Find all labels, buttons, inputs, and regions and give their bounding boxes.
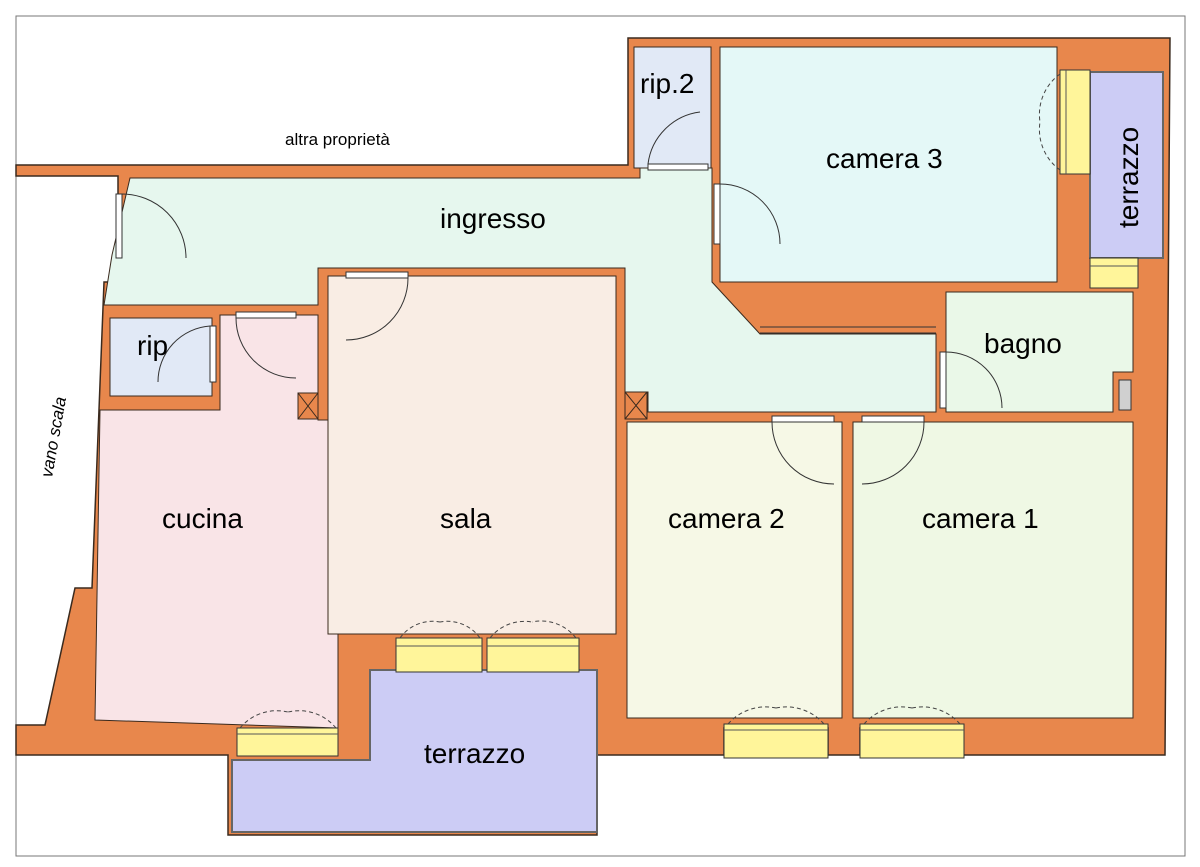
windows <box>236 69 1139 759</box>
window-camera3 <box>1038 69 1091 175</box>
door-bagno <box>939 351 1003 409</box>
terrazzo-side-floor <box>1089 71 1164 259</box>
room-rip2-floor <box>633 46 712 169</box>
label-ingresso: ingresso <box>440 203 546 234</box>
label-vano-scala: vano scala <box>37 395 70 478</box>
drawing-border <box>15 15 1186 857</box>
room-camera1-floor <box>852 421 1134 719</box>
terrazzo-main-floor <box>231 669 598 833</box>
door-sala <box>345 271 409 341</box>
door-camera1 <box>861 415 925 485</box>
label-terrazzo-main: terrazzo <box>424 738 525 769</box>
label-camera3: camera 3 <box>826 143 943 174</box>
door-rip2 <box>647 111 709 171</box>
label-sala: sala <box>440 503 492 534</box>
label-camera2: camera 2 <box>668 503 785 534</box>
rooms <box>94 46 1164 833</box>
label-terrazzo-side: terrazzo <box>1113 127 1144 228</box>
label-cucina: cucina <box>162 503 243 534</box>
window-camera1 <box>859 706 965 759</box>
door-entrance <box>115 193 187 259</box>
window-sala-left <box>395 620 483 673</box>
labels: altra proprietà vano scala ingresso came… <box>37 68 1144 769</box>
hatched-columns <box>297 391 648 420</box>
room-cucina-floor <box>94 314 339 729</box>
bagno-shaft <box>1118 379 1132 411</box>
label-camera1: camera 1 <box>922 503 1039 534</box>
room-rip-floor <box>109 317 213 397</box>
room-bagno-floor <box>945 291 1134 413</box>
label-altra-proprieta: altra proprietà <box>285 130 390 149</box>
label-rip: rip <box>137 330 168 361</box>
door-rip <box>157 325 217 383</box>
window-bagno <box>1089 257 1139 289</box>
label-rip2: rip.2 <box>640 68 694 99</box>
window-sala-right <box>486 620 580 673</box>
door-cucina <box>235 311 297 379</box>
doors <box>115 111 1003 485</box>
door-camera3 <box>713 183 781 245</box>
room-camera2-floor <box>626 421 843 719</box>
window-cucina <box>236 710 339 757</box>
window-camera2 <box>723 706 829 759</box>
door-camera2 <box>771 415 835 485</box>
room-sala-floor <box>327 275 617 635</box>
label-bagno: bagno <box>984 328 1062 359</box>
